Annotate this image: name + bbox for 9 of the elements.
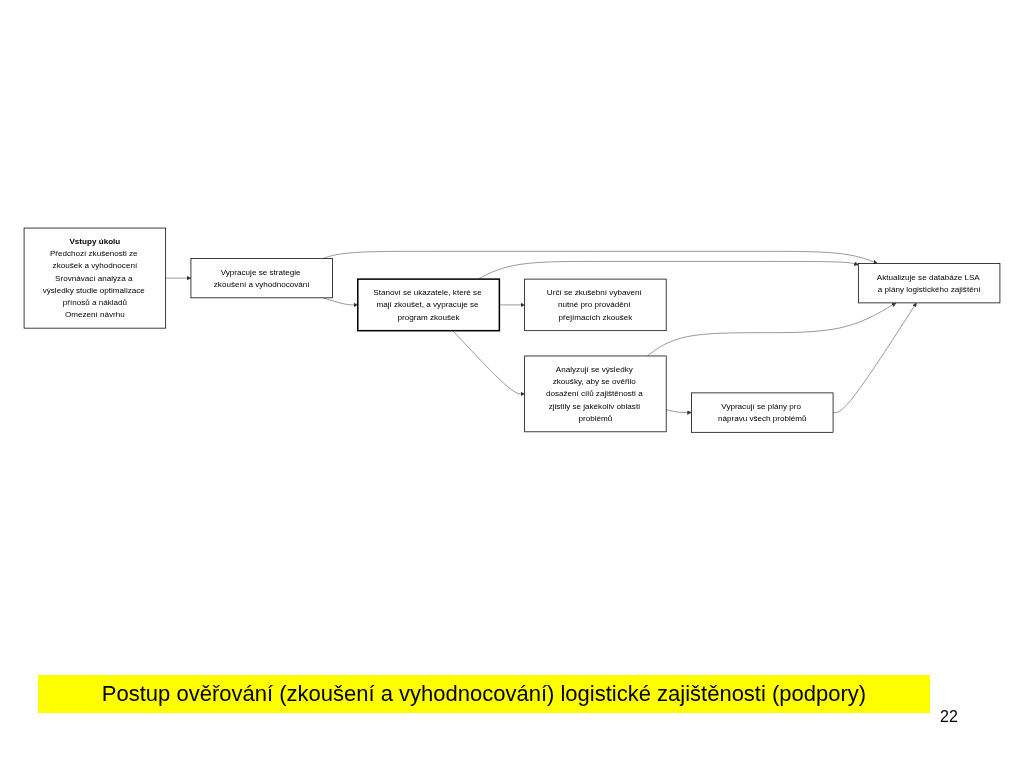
node-box: Aktualizuje se databáze LSA a plány logistického zajištění <box>857 262 1001 304</box>
node-box: Určí se zkušební vybavení nutné pro provádění přejímacích zkoušek <box>524 278 667 331</box>
node-box: Vypracuje se strategie zkoušení a vyhodnocování <box>190 257 333 298</box>
caption: Postup ověřování (zkoušení a vyhodnocování) logistické zajištěnosti (podpory) <box>38 675 930 713</box>
node-box: Vstupy úkolu Předchozí zkušenosti ze zkoušek a vyhodnocení Srovnávací analýza a výsledky studie optimalizace přínosů a nákladů Omezení návrhu <box>23 227 167 329</box>
node-box: Stanoví se ukazatele, které se mají zkoušet, a vypracuje se program zkoušek <box>357 278 501 332</box>
node-box: Analyzují se výsledky zkoušky, aby se ověřilo dosažení cílů zajištěnosti a zjistily se jakékoliv oblasti problémů <box>524 355 667 432</box>
node-box: Vypracují se plány pro nápravu všech problémů <box>691 392 834 433</box>
page-number: 22 <box>940 708 958 726</box>
